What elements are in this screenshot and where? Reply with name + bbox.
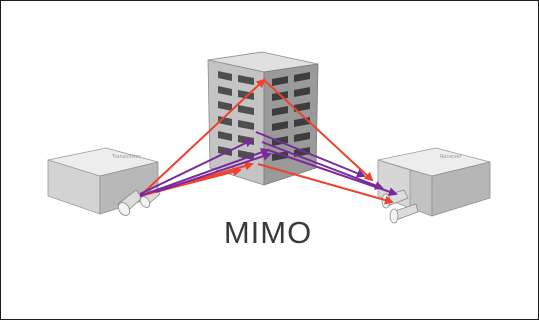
purple-path-2 xyxy=(139,148,270,197)
svg-text:Transmitter: Transmitter xyxy=(111,154,141,160)
purple-path-1 xyxy=(139,138,254,195)
purple-path-6 xyxy=(261,141,384,190)
red-path-rooftop-to-receiver xyxy=(263,79,374,182)
svg-text:Receiver: Receiver xyxy=(440,154,463,160)
receiver-device-icon: Receiver xyxy=(377,147,491,224)
red-path-building-to-receiver xyxy=(257,163,394,205)
transmitter-device-icon: Transmitter xyxy=(47,147,161,216)
signal-paths xyxy=(139,78,398,205)
purple-path-3 xyxy=(155,151,272,193)
purple-path-4 xyxy=(255,131,366,178)
red-path-to-rooftop xyxy=(139,78,266,197)
office-building-icon xyxy=(207,51,319,186)
mimo-label: MIMO xyxy=(224,215,312,250)
